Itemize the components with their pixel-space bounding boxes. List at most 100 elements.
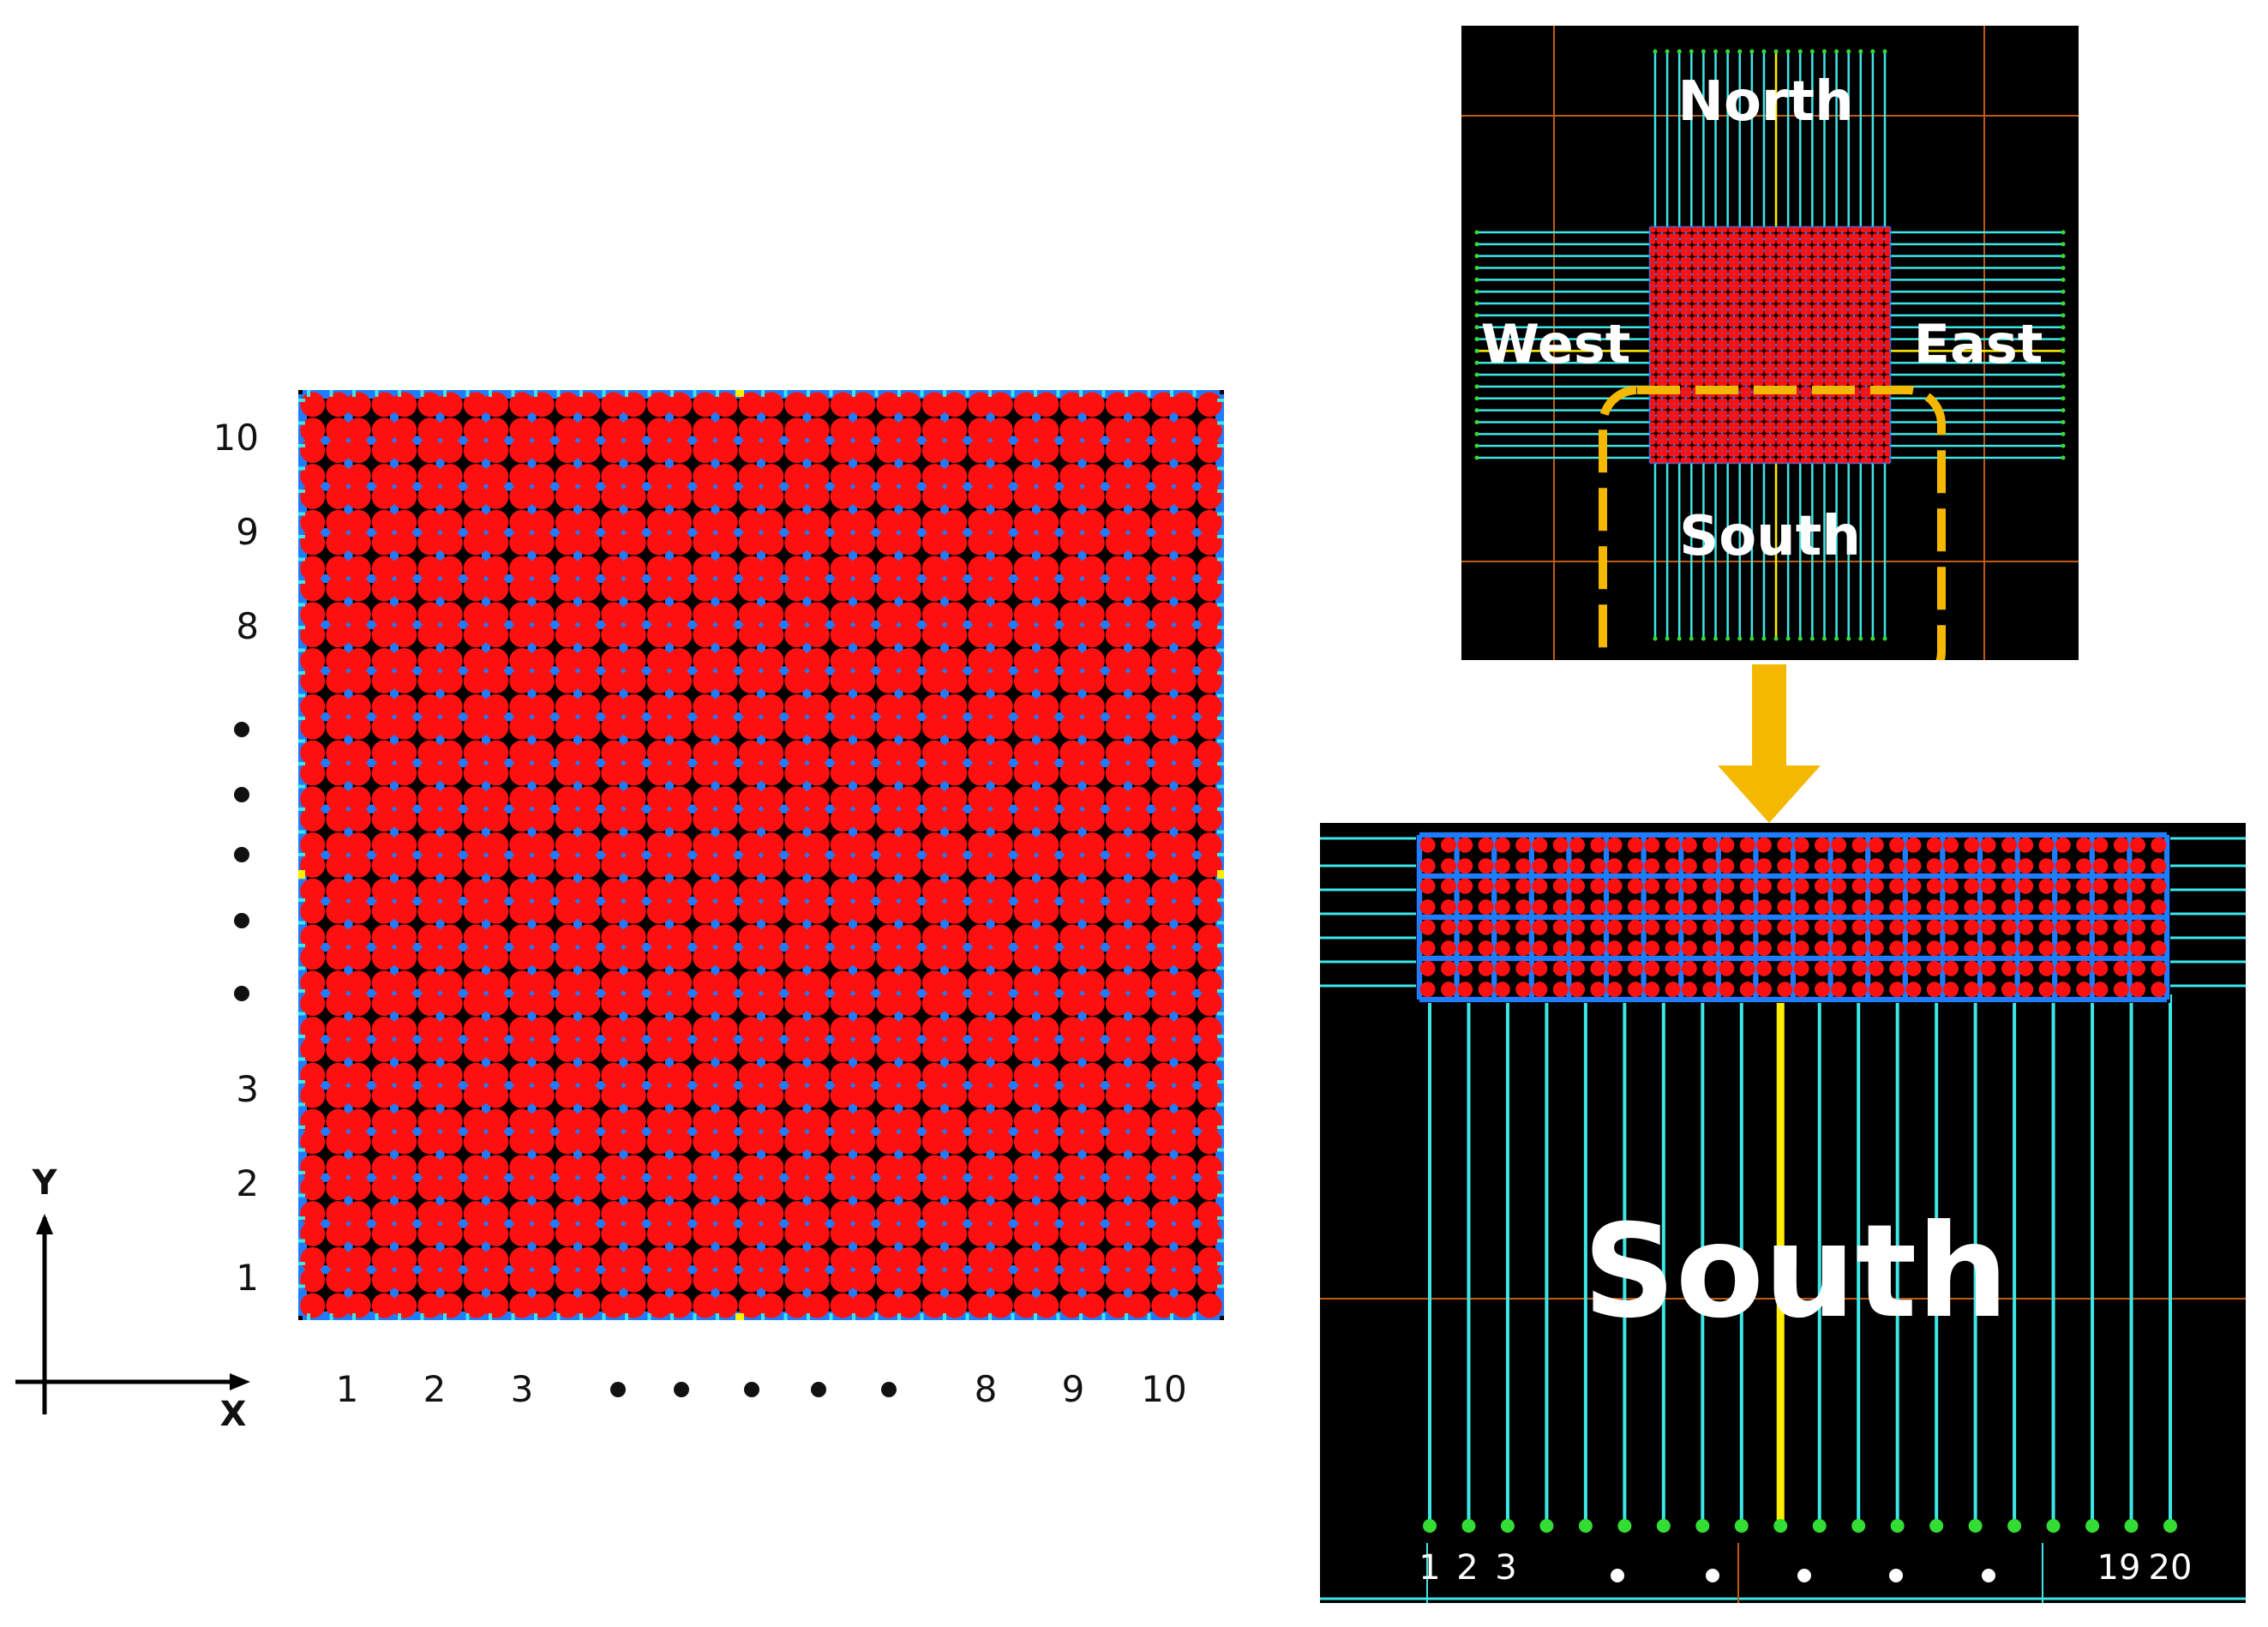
overview-core-node [1733, 351, 1740, 357]
overview-core-node [1697, 410, 1704, 417]
overview-core-node [1836, 249, 1843, 257]
lattice-node [463, 924, 489, 950]
lattice-node [1034, 991, 1059, 1017]
y-ellipsis-dot [234, 913, 249, 928]
overview-core-node [1757, 285, 1764, 292]
overview-core-node [1697, 356, 1704, 363]
overview-core-node [1800, 226, 1807, 233]
lattice-node [804, 668, 830, 693]
overview-core-node [1680, 268, 1687, 275]
lattice-node [667, 693, 693, 719]
zoom-core-node [1702, 837, 1719, 853]
lattice-node [437, 1175, 463, 1201]
overview-core-node [1769, 344, 1776, 351]
overview-core-node [1872, 457, 1879, 464]
overview-core-node [1673, 321, 1680, 327]
overview-core-node [1685, 249, 1692, 257]
overview-core-node [1716, 445, 1723, 452]
lattice-node [759, 852, 784, 878]
overview-core-node [1740, 327, 1747, 334]
overview-core-node [1680, 344, 1687, 351]
overview-core-node [1848, 363, 1855, 369]
lattice-node [1079, 1293, 1105, 1318]
lattice-node [1079, 1267, 1105, 1293]
lattice-node [759, 1129, 784, 1155]
east-pin [2061, 230, 2066, 235]
lattice-node [693, 970, 718, 996]
overview-core-node [1824, 256, 1831, 263]
overview-core-node [1865, 391, 1872, 399]
edge-pin [670, 390, 674, 397]
overview-core-node [1836, 398, 1843, 405]
lattice-node [876, 1175, 902, 1201]
zoom-core-node [2076, 960, 2092, 976]
lattice-node [896, 1083, 921, 1108]
lattice-node [1105, 392, 1131, 417]
zoom-core-node [1964, 919, 1980, 935]
lattice-node [601, 898, 627, 924]
zoom-core-node [1719, 899, 1735, 916]
zoom-core-node [1868, 960, 1884, 976]
overview-core-node [1716, 398, 1723, 405]
north-pin [1870, 49, 1875, 54]
overview-core-node [1776, 315, 1783, 322]
overview-core-node [1697, 256, 1704, 263]
lattice-node [921, 1129, 947, 1155]
lattice-node [555, 602, 580, 627]
zoom-core-node [2151, 878, 2167, 894]
lattice-node [987, 1083, 1013, 1108]
lattice-node [896, 693, 921, 719]
lattice-node [738, 693, 764, 719]
lattice-node [1059, 807, 1085, 832]
lattice-node [804, 1201, 830, 1227]
overview-core-node [1812, 422, 1819, 429]
lattice-node [876, 530, 902, 555]
lattice-node [1013, 530, 1039, 555]
overview-core-node [1841, 403, 1848, 410]
lattice-node [300, 1267, 326, 1293]
lattice-node [804, 530, 830, 555]
overview-core-node [1745, 291, 1752, 299]
lattice-node [1059, 1175, 1085, 1201]
zoom-core-node [1793, 837, 1809, 853]
lattice-node [437, 438, 463, 464]
lattice-node [830, 464, 855, 489]
overview-core-node [1836, 410, 1843, 417]
lattice-node [876, 740, 902, 765]
lattice-node [509, 1017, 535, 1042]
lattice-node [300, 740, 326, 765]
overview-core-node [1685, 363, 1692, 369]
lattice-node [437, 1221, 463, 1246]
overview-core-node [1853, 363, 1860, 369]
lattice-node [987, 1175, 1013, 1201]
overview-core-node [1817, 351, 1824, 357]
lattice-node [437, 786, 463, 812]
lattice-node [529, 509, 555, 535]
lattice-node [437, 555, 463, 581]
lattice-node [1059, 530, 1085, 555]
lattice-node [509, 622, 535, 648]
overview-core-node [1872, 403, 1879, 410]
lattice-node [300, 602, 326, 627]
overview-core-node [1829, 398, 1836, 405]
overview-core-node [1776, 427, 1783, 434]
overview-core-node [1740, 445, 1747, 452]
zoom-core-node [2076, 837, 2092, 853]
edge-pin [1217, 1080, 1224, 1084]
overview-core-node [1661, 309, 1668, 315]
lattice-node [621, 878, 646, 904]
lattice-node [601, 555, 627, 581]
lattice-node [1034, 878, 1059, 904]
zoom-core-node [1515, 878, 1532, 894]
south-pin-dot [2124, 1519, 2139, 1533]
lattice-node [830, 555, 855, 581]
lattice-node [784, 1201, 810, 1227]
overview-core-node [1704, 427, 1711, 434]
lattice-node [968, 509, 993, 535]
overview-core-node [1673, 344, 1680, 351]
lattice-node [667, 1036, 693, 1062]
overview-core-node [1824, 285, 1831, 292]
zoom-core-node [1964, 878, 1980, 894]
lattice-node [987, 1246, 1013, 1272]
overview-core-node [1841, 297, 1848, 304]
